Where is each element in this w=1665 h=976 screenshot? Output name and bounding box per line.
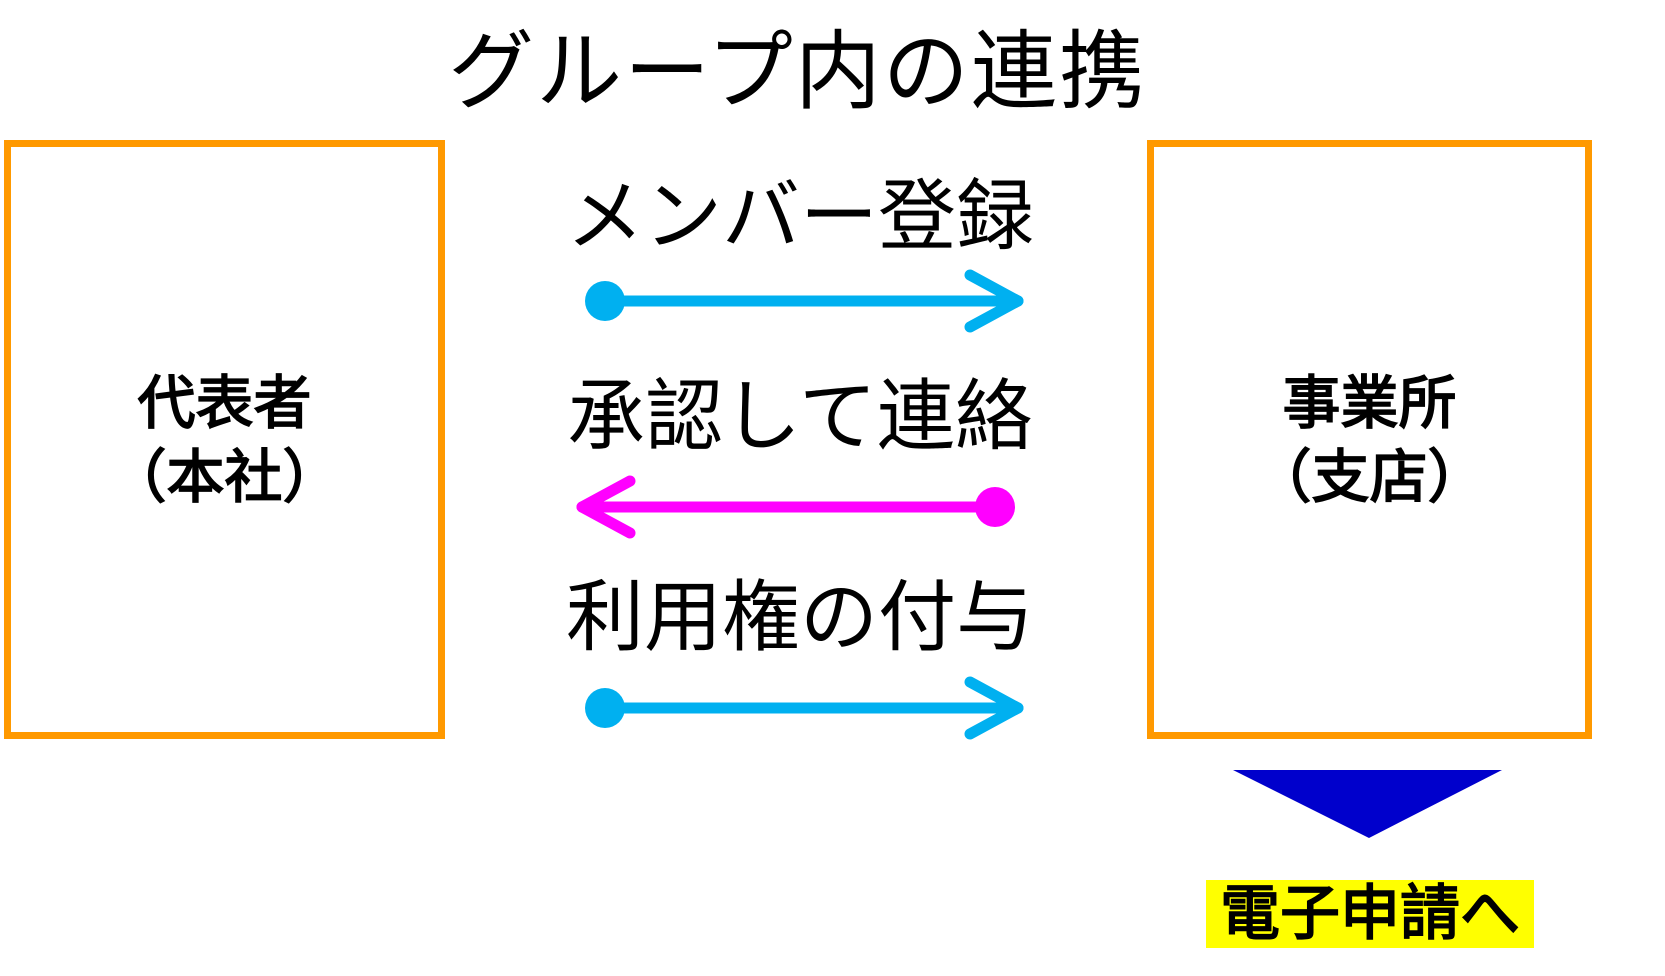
- branch-office-sublabel: （支店）: [1253, 442, 1486, 511]
- headquarters-box: 代表者 （本社）: [4, 140, 445, 739]
- headquarters-label: 代表者: [137, 368, 312, 437]
- proceed-to-e-application-label: 電子申請へ: [1206, 880, 1534, 948]
- diagram-title: グループ内の連携: [448, 22, 1147, 122]
- arrow-approve-notify: [576, 475, 1015, 539]
- headquarters-sublabel: （本社）: [108, 442, 341, 511]
- branch-office-label: 事業所: [1282, 368, 1457, 437]
- step-approve-notify-label: 承認して連絡: [567, 372, 1033, 462]
- arrow-member-registration: [585, 269, 1024, 333]
- step-member-registration-label: メンバー登録: [565, 172, 1034, 262]
- down-arrow-icon: [1233, 770, 1502, 838]
- branch-office-box: 事業所 （支店）: [1147, 140, 1592, 739]
- step-grant-access-label: 利用権の付与: [565, 573, 1034, 663]
- arrow-grant-access: [585, 676, 1024, 740]
